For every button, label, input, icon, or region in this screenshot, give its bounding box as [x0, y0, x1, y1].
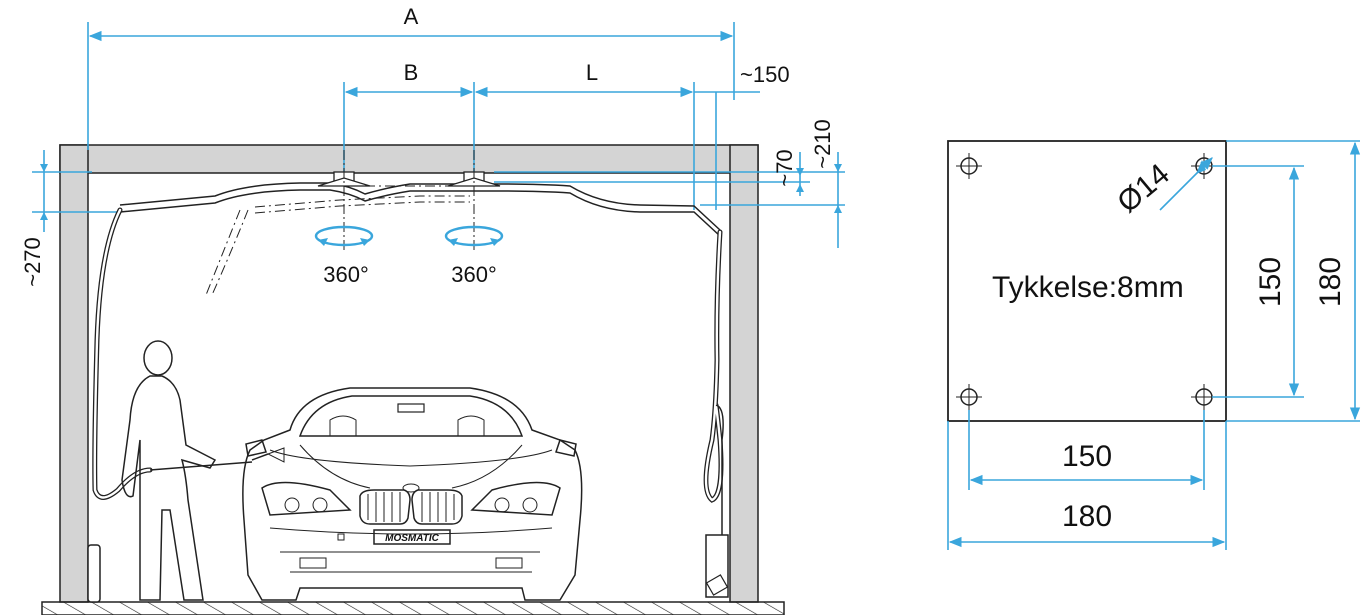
plate-width-label: 180: [1062, 500, 1112, 533]
left-wall: [59, 144, 89, 603]
dimension-210-label: ~210: [810, 119, 835, 169]
mounting-hole-bottom-right: [1191, 384, 1217, 410]
dimension-lines-right: ~70 ~210: [494, 119, 845, 248]
dimension-b-label: B: [404, 60, 419, 85]
dimension-70-label: ~70: [772, 149, 797, 186]
bucket: [87, 544, 101, 603]
car-grille: [359, 489, 463, 525]
swivel-mount-2: [447, 150, 501, 250]
rotation-label-1: 360°: [323, 262, 369, 287]
dimension-lines-left: ~270: [20, 150, 120, 287]
dimension-270-label: ~270: [20, 237, 45, 287]
car-front-view: MOSMATIC: [242, 387, 583, 601]
plate-thickness-label: Tykkelse:8mm: [992, 271, 1184, 304]
dimension-l-label: L: [586, 60, 598, 85]
dimension-a-label: A: [404, 4, 419, 29]
mounting-plate-drawing: Ø14 Tykkelse:8mm 150 180 150 180: [947, 140, 1361, 550]
ceiling-slab: [59, 144, 759, 174]
floor-slab: [41, 601, 785, 615]
swivel-boom: 360° 360°: [87, 150, 729, 603]
mounting-hole-bottom-left: [956, 384, 982, 410]
dimension-lines-top: A B L ~150: [87, 4, 790, 210]
rotation-indicator-2: [444, 225, 504, 247]
swivel-mount-1: [317, 150, 371, 250]
garage-structure: [41, 144, 785, 615]
car-license-plate-text: MOSMATIC: [385, 533, 439, 544]
plate-height-label: 180: [1314, 257, 1347, 307]
mounting-hole-top-left: [956, 153, 982, 179]
hole-spacing-horizontal-label: 150: [1062, 440, 1112, 473]
mounting-plate: [947, 140, 1227, 422]
rotation-label-2: 360°: [451, 262, 497, 287]
right-wall: [729, 144, 759, 603]
hole-spacing-vertical-label: 150: [1254, 257, 1287, 307]
person-figure: [121, 340, 285, 601]
dimension-side-clearance-label: ~150: [740, 62, 790, 87]
rotation-indicator-1: [314, 225, 374, 247]
